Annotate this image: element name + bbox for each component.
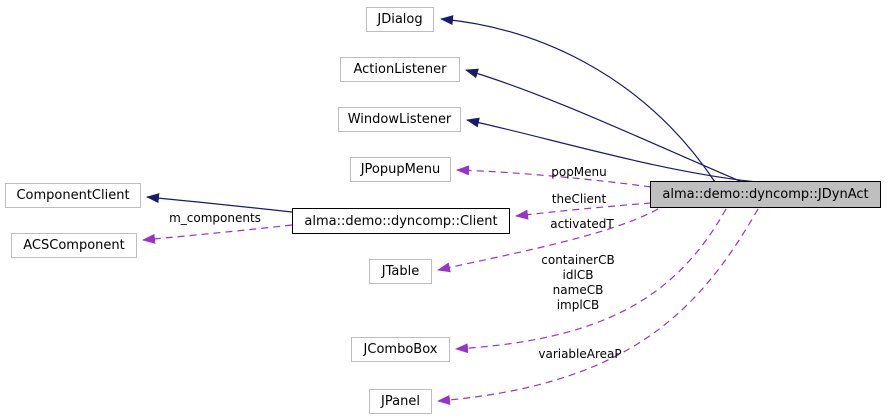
node-jdynact: alma::demo::dyncomp::JDynAct xyxy=(650,181,881,208)
edge-label-idlcb: idlCB xyxy=(562,268,594,282)
edge-label-activatedt: activatedT xyxy=(550,217,614,231)
edge-client-componentclient xyxy=(146,193,293,213)
edge-label-containercb: containerCB xyxy=(541,253,615,267)
edge-client-acscomponent xyxy=(142,224,293,244)
node-acscomponent[interactable]: ACSComponent xyxy=(11,233,137,258)
edge-label-mcomponents: m_components xyxy=(169,211,261,225)
edge-label-namecb: nameCB xyxy=(552,283,604,297)
node-jtable[interactable]: JTable xyxy=(369,259,432,284)
edge-jdynact-jdialog xyxy=(440,15,716,183)
edge-label-popmenu: popMenu xyxy=(551,165,607,179)
edge-label-combo-members: containerCB idlCB nameCB implCB xyxy=(528,253,628,313)
edge-label-variableareap: variableAreaP xyxy=(538,347,622,361)
node-windowlistener[interactable]: WindowListener xyxy=(338,107,461,132)
node-jpanel[interactable]: JPanel xyxy=(369,389,432,414)
node-jdialog[interactable]: JDialog xyxy=(366,7,434,32)
node-jcombobox[interactable]: JComboBox xyxy=(351,337,450,362)
edge-label-theclient: theClient xyxy=(551,192,607,206)
edge-label-implcb: implCB xyxy=(556,298,600,312)
node-jpopupmenu[interactable]: JPopupMenu xyxy=(350,157,451,182)
node-actionlistener[interactable]: ActionListener xyxy=(340,57,460,82)
node-client[interactable]: alma::demo::dyncomp::Client xyxy=(292,208,510,234)
node-componentclient[interactable]: ComponentClient xyxy=(5,183,141,208)
